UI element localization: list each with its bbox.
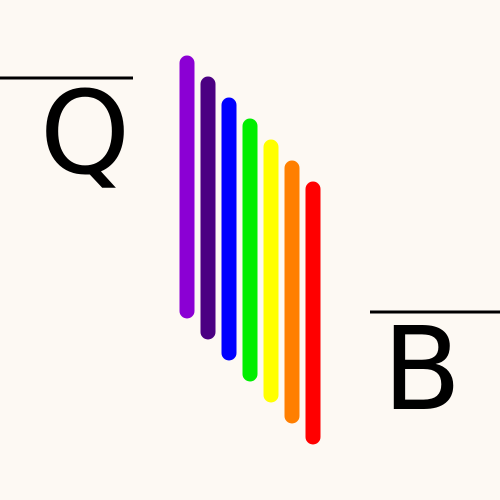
label-top-left: Q [40, 67, 131, 201]
label-bottom-right: B [383, 303, 462, 437]
rainbow-stripes [179, 55, 321, 445]
